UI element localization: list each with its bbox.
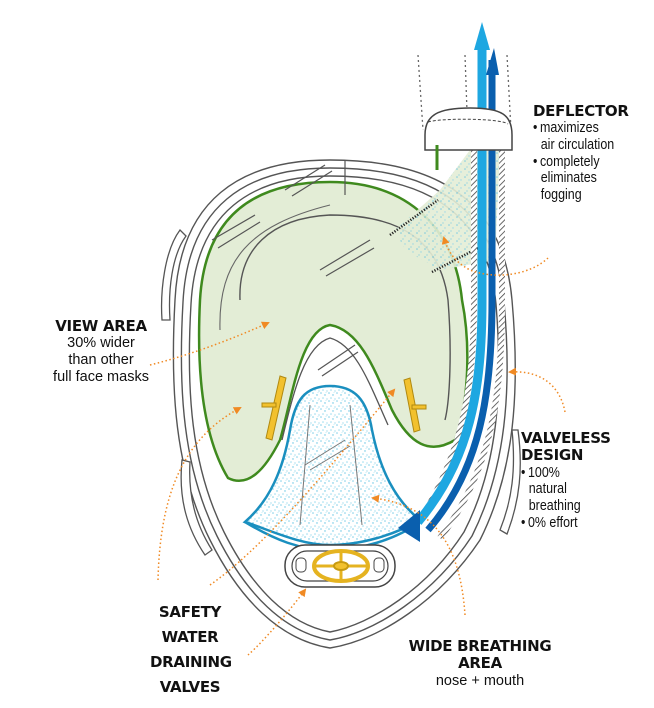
callout-valveless xyxy=(508,367,566,413)
view-area-line-2: than other xyxy=(68,351,134,368)
nose-bridge xyxy=(281,337,389,441)
wide-breathing-sub: nose + mouth xyxy=(435,672,525,689)
deflector-bullet-1-line-2: air circulation xyxy=(540,136,615,153)
callout-drain-valve xyxy=(247,588,307,656)
label-safety-valves: SAFETY WATER DRAINING VALVES xyxy=(150,600,232,700)
air-out-arrow-light xyxy=(474,22,490,50)
lens-inner-ring-2 xyxy=(219,204,331,331)
wide-breathing-title-line-2: AREA xyxy=(458,654,502,673)
deflector-bullet-2-line-3: fogging xyxy=(540,186,582,203)
strap-clips xyxy=(160,229,521,556)
air-flow-channel xyxy=(414,40,505,540)
drain-valve-wheel xyxy=(312,549,370,583)
safety-title-line-4: VALVES xyxy=(159,678,221,696)
callout-valve-left xyxy=(157,407,242,581)
valveless-bullet-1-line-1: 100% xyxy=(521,465,598,482)
air-out-arrow-dark xyxy=(486,48,499,75)
view-area-title: VIEW AREA xyxy=(55,317,147,335)
safety-title-line-3: DRAINING xyxy=(150,653,232,671)
callout-valve-right xyxy=(209,388,396,586)
callout-deflector xyxy=(441,236,549,276)
callout-lines xyxy=(149,236,566,656)
view-area-line-1: 30% wider xyxy=(67,335,135,352)
deflector-hatch xyxy=(389,198,479,274)
deflector-bullet-2-line-2: eliminates xyxy=(540,170,597,187)
label-view-area: VIEW AREA 30% wider than other full face… xyxy=(36,317,166,385)
label-wide-breathing-area: WIDE BREATHING AREA nose + mouth xyxy=(400,637,560,689)
valveless-bullet-1-line-3: breathing xyxy=(528,497,581,514)
side-valves xyxy=(261,375,427,441)
deflector-housing xyxy=(424,107,513,170)
valveless-bullet-1-line-2: natural xyxy=(528,481,567,498)
wide-breathing-title-line-1: WIDE BREATHING xyxy=(408,637,552,655)
label-valveless-design: VALVELESS DESIGN 100% natural breathing … xyxy=(521,429,611,532)
deflector-bullet-2-line-1: completely xyxy=(533,154,615,171)
callout-breathing-area xyxy=(371,494,466,616)
valveless-title-line-1: VALVELESS xyxy=(521,429,611,447)
valveless-bullet-2-line-1: 0% effort xyxy=(521,515,598,532)
deflector-title: DEFLECTOR xyxy=(533,102,629,120)
safety-title-line-2: WATER xyxy=(161,628,219,646)
deflector-bullet-1-line-1: maximizes xyxy=(533,120,615,137)
lens-glare-lines xyxy=(211,160,375,377)
valveless-title-line-2: DESIGN xyxy=(521,446,584,465)
safety-title-line-1: SAFETY xyxy=(158,603,222,621)
breathing-area-lines xyxy=(299,404,363,526)
air-in-arrow xyxy=(398,510,420,542)
label-deflector: DEFLECTOR maximizes air circulation comp… xyxy=(533,102,629,204)
view-area-line-3: full face masks xyxy=(53,368,149,385)
